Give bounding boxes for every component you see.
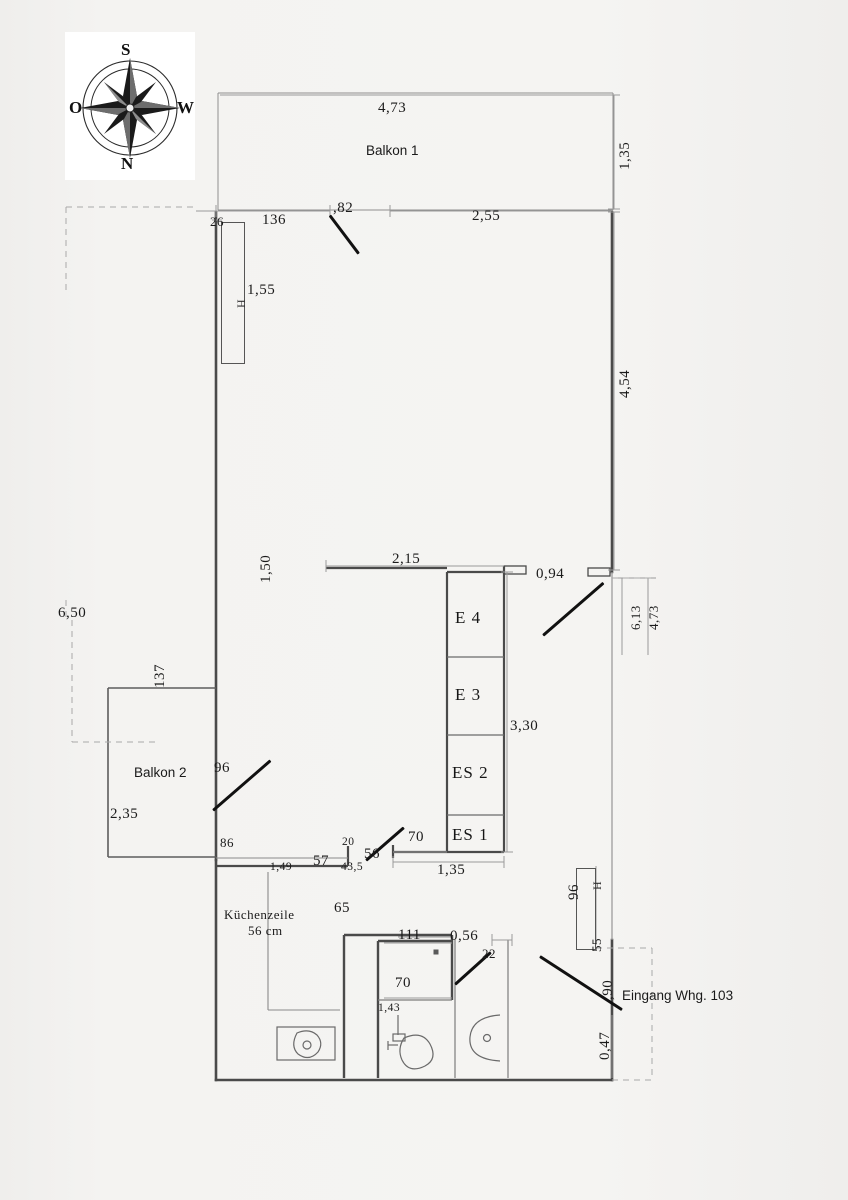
dim-55: 55 <box>589 938 604 952</box>
door-swing-icon-balkon1 <box>328 214 360 255</box>
wc-icon <box>387 1015 434 1070</box>
lower-partition <box>391 845 447 858</box>
room-code-es2: ES 2 <box>452 763 489 782</box>
radiator-h-mark-right: H <box>590 881 604 890</box>
dim-right-wall-main: 4,54 <box>617 369 633 398</box>
dim-111: 111 <box>398 927 421 943</box>
kitchen-note-line1: Küchenzeile <box>224 907 295 922</box>
dim-20: 20 <box>342 836 355 848</box>
compass-label-bottom: N <box>121 154 134 173</box>
dim-235: 2,35 <box>110 806 139 822</box>
dim-56: 56 <box>364 846 380 862</box>
dim-22: 22 <box>482 946 496 961</box>
dim-330: 3,30 <box>510 718 539 734</box>
dim-135: 1,35 <box>437 862 466 878</box>
dim-balkon1-depth: 1,35 <box>617 141 633 170</box>
dim-96-balkon2: 96 <box>214 760 230 776</box>
room-code-e4: E 4 <box>455 608 482 627</box>
toilet-icon <box>276 1026 336 1061</box>
dim-82: ,82 <box>333 200 354 216</box>
kitchen-note-line2: 56 cm <box>248 923 283 938</box>
radiator-icon-right <box>576 868 596 950</box>
compass-rose: S O W N <box>65 32 195 180</box>
dim-left-overall: 6,50 <box>58 605 87 621</box>
entrance-label: Eingang Whg. 103 <box>622 988 734 1003</box>
main-walls <box>214 210 614 1082</box>
dim-70-left: 70 <box>408 829 424 845</box>
radiator-h-mark-left: H <box>234 299 248 308</box>
dim-143: 1,43 <box>378 1002 401 1014</box>
dim-150: 1,50 <box>258 554 274 583</box>
room-label-balkon1: Balkon 1 <box>366 143 419 158</box>
dim-balkon1-width: 4,73 <box>378 100 407 116</box>
room-code-es1: ES 1 <box>452 825 489 844</box>
compass-rose-icon <box>80 58 180 158</box>
dim-215: 2,15 <box>392 551 421 567</box>
dim-radiator-top: 1,55 <box>247 282 276 298</box>
dim-26: 26 <box>210 214 224 229</box>
dim-473: 4,73 <box>646 605 661 630</box>
dim-96-right: 96 <box>566 884 582 900</box>
dim-056: 0,56 <box>450 928 479 944</box>
room-dividers <box>447 656 504 816</box>
room-code-e3: E 3 <box>455 685 482 704</box>
washbasin-icon <box>469 1014 501 1062</box>
dim-entrance-90: ,90 <box>600 979 616 1000</box>
compass-label-left: O <box>69 98 83 117</box>
radiator-icon-top-left <box>221 222 245 364</box>
compass-label-right: W <box>177 98 194 117</box>
dim-70-bath: 70 <box>395 975 411 991</box>
dim-57: 57 <box>313 853 329 869</box>
dim-149: 1,49 <box>270 861 293 873</box>
dim-136: 136 <box>262 212 286 228</box>
extension-lines <box>65 206 656 1081</box>
dim-435: 43,5 <box>341 861 364 873</box>
dim-255: 2,55 <box>472 208 501 224</box>
dim-613: 6,13 <box>628 605 643 630</box>
room-label-balkon2: Balkon 2 <box>134 765 187 780</box>
door-swing-icon-entry-upper <box>542 581 605 637</box>
dim-137: 137 <box>152 664 168 688</box>
dim-entrance-047: 0,47 <box>597 1031 613 1060</box>
dim-86: 86 <box>220 835 234 850</box>
dim-094: 0,94 <box>536 566 565 582</box>
compass-label-top: S <box>121 40 131 59</box>
dim-65: 65 <box>334 900 350 916</box>
